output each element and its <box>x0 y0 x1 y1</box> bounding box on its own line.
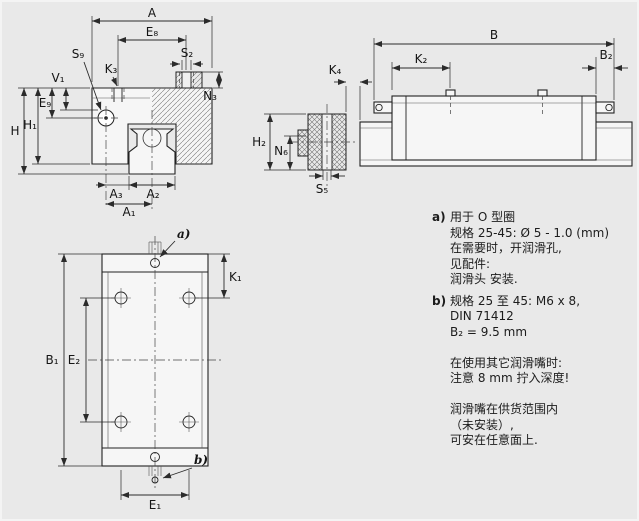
dim-label-A1: A₁ <box>122 205 135 219</box>
note-line: 润滑头 安装. <box>450 272 518 286</box>
section-hatch <box>152 88 212 164</box>
side-view: B K₂ B₂ K₄ H₂ <box>252 28 633 196</box>
top-lube-ports <box>445 89 548 116</box>
note-line <box>450 387 580 403</box>
note-line: 用于 O 型圈 <box>450 210 516 224</box>
grease-nipple-right <box>595 101 615 114</box>
dim-E2: E₂ <box>68 297 115 423</box>
dim-A2: A₂ <box>129 176 176 201</box>
cross-section-view: A E₈ S₉ K₃ S₂ <box>10 6 223 219</box>
note-a-text: 用于 O 型圈 规格 25-45: Ø 5 - 1.0 (mm) 在需要时，开润… <box>450 210 609 288</box>
dim-E1: E₁ <box>120 470 190 512</box>
dim-K1: K₁ <box>195 253 242 299</box>
dim-N3: N₃ <box>202 71 223 103</box>
dim-E8: E₈ <box>117 25 187 86</box>
dim-label-V1: V₁ <box>51 71 64 85</box>
dim-label-E2: E₂ <box>68 353 81 367</box>
ref-b: b) <box>162 453 208 479</box>
dim-label-B2: B₂ <box>599 48 612 62</box>
dim-A: A <box>91 6 213 82</box>
dim-A3: A₃ <box>96 176 139 201</box>
dim-label-B1: B₁ <box>45 353 58 367</box>
note-b-text: 规格 25 至 45: M6 x 8, DIN 71412 B₂ = 9.5 m… <box>450 294 580 449</box>
dim-label-E8: E₈ <box>146 25 159 39</box>
dim-label-E9: E₉ <box>39 96 52 110</box>
note-a: a) 用于 O 型圈 规格 25-45: Ø 5 - 1.0 (mm) 在需要时… <box>432 210 634 288</box>
dim-B: B <box>373 28 615 100</box>
dim-S5: S₅ <box>309 170 345 196</box>
ref-label-a: a) <box>177 227 190 241</box>
dim-label-A: A <box>148 6 157 20</box>
note-line: B₂ = 9.5 mm <box>450 324 528 339</box>
top-tapped-hole <box>111 88 125 102</box>
dim-label-S2: S₂ <box>181 46 194 60</box>
dim-K2: K₂ <box>391 52 451 90</box>
dim-label-H2: H₂ <box>252 135 266 149</box>
dim-label-K2: K₂ <box>415 52 428 66</box>
dim-S2: S₂ <box>170 46 203 70</box>
dim-label-H1: H₁ <box>23 118 37 132</box>
dim-label-E1: E₁ <box>149 498 162 512</box>
dim-label-A3: A₃ <box>109 187 122 201</box>
note-line: （未安装）, <box>450 417 514 432</box>
dim-label-B: B <box>490 28 498 42</box>
note-a-marker: a) <box>432 210 446 224</box>
note-line: 润滑嘴在供货范围内 <box>450 402 559 416</box>
note-line: 规格 25 至 45: M6 x 8, <box>450 293 581 308</box>
dim-label-A2: A₂ <box>146 187 159 201</box>
dim-label-K3: K₃ <box>105 62 118 76</box>
ref-label-b: b) <box>194 453 208 467</box>
carriage-side <box>391 95 597 161</box>
dim-label-S9: S₉ <box>72 47 85 61</box>
dim-label-S5: S₅ <box>316 182 329 196</box>
dim-K4: K₄ <box>329 63 372 120</box>
note-line: 规格 25-45: Ø 5 - 1.0 (mm) <box>450 225 610 240</box>
dim-label-K4: K₄ <box>329 63 342 77</box>
end-face-ports <box>148 241 162 484</box>
dim-label-N3: N₃ <box>203 89 217 103</box>
dim-A1: A₁ <box>106 201 152 219</box>
dim-H1: H₁ <box>23 88 90 165</box>
note-line: 可安在任意面上. <box>450 433 538 447</box>
dim-label-H: H <box>10 124 19 138</box>
dim-E9: E₉ <box>39 88 97 119</box>
dim-N6: N₆ <box>274 135 306 170</box>
note-line: 在使用其它润滑嘴时: <box>450 355 563 370</box>
note-line: DIN 71412 <box>450 309 514 323</box>
note-b: b) 规格 25 至 45: M6 x 8, DIN 71412 B₂ = 9.… <box>432 294 634 449</box>
dim-K3: K₃ <box>105 62 118 87</box>
plan-view: B₁ E₂ K₁ E₁ a) b) <box>45 227 241 512</box>
dim-label-K1: K₁ <box>229 270 242 284</box>
dim-label-N6: N₆ <box>274 144 288 158</box>
dim-S9: S₉ <box>72 47 102 111</box>
note-line: 在需要时，开润滑孔, <box>450 241 562 255</box>
note-line: 注意 8 mm 拧入深度! <box>450 371 570 385</box>
lube-adapter-section <box>290 104 356 186</box>
dim-B1: B₁ <box>45 253 102 467</box>
notes-panel: a) 用于 O 型圈 规格 25-45: Ø 5 - 1.0 (mm) 在需要时… <box>432 210 634 455</box>
ref-a: a) <box>159 227 190 258</box>
dim-V1: V₁ <box>51 71 98 111</box>
note-line: 见配件: <box>450 256 491 271</box>
dim-H2: H₂ <box>252 113 306 171</box>
grease-nipple-left <box>373 101 393 114</box>
note-b-marker: b) <box>432 293 447 308</box>
dim-B2: B₂ <box>582 48 628 94</box>
note-line <box>450 340 580 356</box>
